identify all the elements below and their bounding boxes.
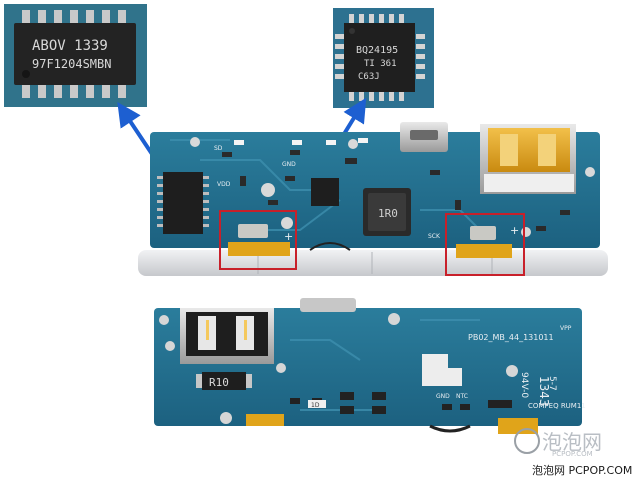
watermark-caption: 泡泡网 PCPOP.COM bbox=[532, 464, 633, 477]
bottom-rating: 94V-0 bbox=[519, 372, 529, 398]
bottom-rev: 5-7 bbox=[547, 376, 557, 391]
right-chip-line3: C63J bbox=[358, 72, 380, 82]
bottom-board: R10 1D PB02_MB_44_131011 VPP GND NTC 134… bbox=[154, 298, 586, 434]
bottom-label-gnd: GND bbox=[436, 393, 450, 400]
top-board: 1R0 SD VDD GND SCK + bbox=[138, 122, 608, 276]
watermark-url: PCPOP.COM bbox=[552, 450, 593, 458]
top-label-vdd: VDD bbox=[217, 181, 231, 188]
watermark-bubble-icon bbox=[514, 428, 540, 454]
top-label-gnd: GND bbox=[282, 161, 296, 168]
solder-highlight-right bbox=[445, 213, 525, 276]
left-chip-line2: 97F1204SMBN bbox=[32, 57, 111, 71]
bottom-label-1d: 1D bbox=[311, 402, 320, 409]
top-label-plus-right: + bbox=[510, 224, 519, 237]
bottom-maker: COMPEQ RUM11 bbox=[528, 402, 586, 410]
right-chip-line1: BQ24195 bbox=[356, 45, 398, 56]
inductor-marking: 1R0 bbox=[378, 207, 398, 220]
bottom-date-code: 1343 bbox=[537, 376, 551, 407]
watermark-logo: 泡泡网 PCPOP.COM bbox=[514, 426, 634, 460]
right-chip-line2: TI 361 bbox=[364, 59, 397, 69]
bottom-label-vpp: VPP bbox=[560, 325, 572, 332]
top-label-plus-left: + bbox=[284, 230, 293, 243]
left-chip-inset: ABOV 1339 97F1204SMBN bbox=[4, 4, 147, 107]
top-label-sd: SD bbox=[214, 145, 223, 152]
bottom-label-ntc: NTC bbox=[456, 393, 468, 400]
resistor-marking: R10 bbox=[209, 376, 229, 389]
solder-highlight-left bbox=[219, 210, 297, 270]
watermark-cn: 泡泡网 bbox=[542, 430, 602, 454]
top-label-sck: SCK bbox=[428, 233, 441, 240]
bottom-part-number: PB02_MB_44_131011 bbox=[468, 333, 554, 342]
right-chip-inset: BQ24195 TI 361 C63J bbox=[333, 8, 434, 108]
left-chip-line1: ABOV 1339 bbox=[32, 38, 108, 54]
